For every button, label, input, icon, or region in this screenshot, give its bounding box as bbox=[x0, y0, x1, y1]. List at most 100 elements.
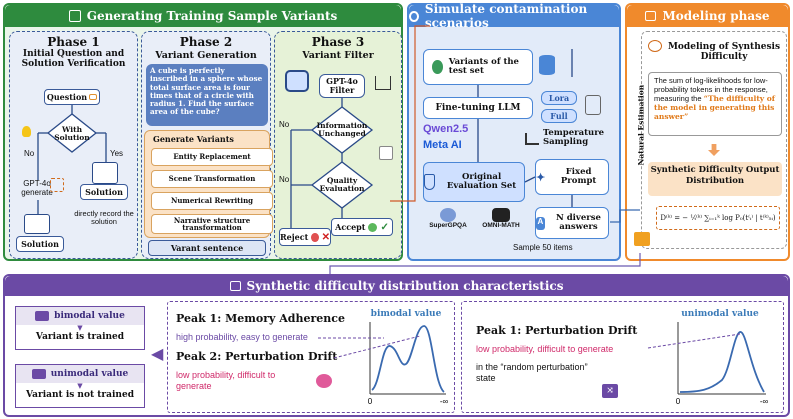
sample-label: Sample 50 items bbox=[513, 243, 573, 252]
cubes-icon bbox=[634, 232, 650, 246]
phase3-panel: Phase 3 Variant Filter GPT-4o Filter Inf… bbox=[274, 31, 402, 259]
check-icon: ✓ bbox=[380, 221, 389, 233]
solution-left-box: Solution bbox=[16, 236, 64, 252]
original-eval-box: Original Evaluation Set bbox=[423, 162, 525, 202]
robot-arm-icon bbox=[585, 95, 601, 115]
gpt4o-generate: GPT-4o generate bbox=[21, 179, 53, 197]
generating-header: Generating Training Sample Variants bbox=[5, 5, 401, 27]
question-text-box: A cube is perfectly inscribed in a spher… bbox=[146, 64, 268, 126]
variant-narrative: Narrative structure transformation bbox=[151, 214, 273, 234]
generate-variants-box: Generate Variants Entity Replacement Sce… bbox=[144, 130, 273, 238]
phase1-yes: Yes bbox=[110, 149, 124, 158]
variant-entity: Entity Replacement bbox=[151, 148, 273, 166]
variants-test-set-label: Variants of the test set bbox=[448, 56, 519, 76]
n-diverse-box: A N diverse answers bbox=[535, 207, 609, 239]
modeling-panel: Modeling phase Modeling of Synthesis Dif… bbox=[625, 3, 790, 261]
unimodal-pointer bbox=[647, 333, 741, 349]
unimodal-chart: unimodal value 0 -∞ bbox=[676, 309, 769, 406]
phase3-subtitle: Variant Filter bbox=[302, 50, 374, 61]
peak1-memory: Peak 1: Memory Adherence bbox=[176, 312, 345, 325]
formula-text: D⁽ᵏ⁾ = − ¹⁄ₜ⁽ᵏ⁾ ∑ᵢ₌₁ᵏ log P₀(t⁽ᵢ⁾ | t⁽ᵏ⁾… bbox=[660, 214, 776, 222]
unimodal-legend-label: unimodal value bbox=[50, 369, 129, 379]
qwen-label: Qwen2.5 bbox=[423, 123, 469, 135]
distribution-title: Synthetic difficulty distribution charac… bbox=[246, 279, 564, 293]
qwen-logo: Qwen2.5 bbox=[423, 123, 468, 135]
ruler-icon bbox=[525, 133, 539, 145]
variant-numerical: Numerical Rewriting bbox=[151, 192, 273, 210]
phase3-no1: No bbox=[279, 120, 290, 129]
description-quote: “The difficulty of the model in generati… bbox=[654, 94, 775, 121]
synthetic-output-box: Synthetic Difficulty Output Distribution bbox=[648, 162, 782, 196]
temperature-label: Temperature Sampling bbox=[543, 128, 605, 148]
directly-record-label: directly record the solution bbox=[74, 209, 134, 227]
peak1-drift: Peak 1: Perturbation Drift bbox=[476, 324, 638, 337]
brain-circuit-icon bbox=[648, 40, 662, 52]
description-plain: The sum of log-likelihoods for low-proba… bbox=[654, 76, 768, 103]
simulate-title: Simulate contamination scenarios bbox=[424, 2, 588, 30]
distribution-header: Synthetic difficulty distribution charac… bbox=[5, 276, 788, 296]
phase1-subtitle: Initial Question and Solution Verificati… bbox=[21, 49, 126, 69]
description-box: The sum of log-likelihoods for low-proba… bbox=[648, 72, 782, 136]
accept-label: Accept bbox=[335, 222, 366, 232]
down-triangle-1: ▼ bbox=[77, 324, 83, 332]
bimodal-xinf: -∞ bbox=[440, 397, 449, 406]
cross-icon: ✕ bbox=[321, 231, 330, 243]
refresh-icon bbox=[432, 60, 443, 74]
phase1-title: Phase 1 bbox=[47, 35, 100, 49]
simulate-header: Simulate contamination scenarios bbox=[409, 2, 619, 30]
question-label: Question bbox=[46, 92, 88, 102]
phase2-subtitle: Variant Generation bbox=[155, 50, 257, 61]
bimodal-curve bbox=[371, 325, 445, 393]
gear-icon bbox=[409, 10, 419, 22]
peak1-memory-desc: high probability, easy to generate bbox=[176, 332, 308, 342]
unimodal-x0: 0 bbox=[676, 397, 681, 406]
unimodal-chart-title: unimodal value bbox=[681, 309, 759, 319]
question-box: Question bbox=[44, 89, 100, 105]
random-state: in the “random perturbation” state bbox=[476, 362, 588, 383]
bimodal-chart: bimodal value 0 -∞ bbox=[368, 309, 449, 406]
double-left-arrow-icon: ◀ bbox=[151, 344, 164, 363]
accept-box: Accept ✓ bbox=[331, 218, 393, 236]
grid-icon bbox=[68, 10, 81, 22]
variant-not-trained-label: Variant is not trained bbox=[26, 390, 134, 400]
n-diverse-label: N diverse answers bbox=[555, 212, 601, 232]
phase1-arrows bbox=[37, 105, 107, 214]
bimodal-legend-label: bimodal value bbox=[54, 311, 125, 321]
shuffle-icon: ⤨ bbox=[602, 384, 618, 398]
peak2-drift-desc: low probability, difficult to generate bbox=[176, 370, 276, 391]
modeling-synthesis-title: Modeling of Synthesis Difficulty bbox=[667, 42, 781, 63]
simulate-arrows bbox=[477, 49, 573, 207]
unimodal-chart-icon bbox=[31, 369, 46, 379]
database-icon bbox=[539, 55, 555, 75]
image-icon bbox=[645, 11, 657, 21]
modeling-header: Modeling phase bbox=[627, 5, 788, 27]
sad-icon bbox=[311, 232, 319, 242]
question-text: A cube is perfectly inscribed in a spher… bbox=[150, 66, 263, 117]
meta-logo: Meta AI bbox=[423, 139, 462, 151]
bimodal-chart-title: bimodal value bbox=[371, 309, 442, 319]
bimodal-chart-icon bbox=[35, 311, 50, 321]
unimodal-xinf: -∞ bbox=[760, 397, 769, 406]
peak2-drift: Peak 2: Perturbation Drift bbox=[176, 350, 338, 363]
phase2-panel: Phase 2 Variant Generation A cube is per… bbox=[141, 31, 273, 259]
full-box: Full bbox=[541, 109, 577, 123]
unimodal-box: Peak 1: Perturbation Drift low probabili… bbox=[461, 301, 784, 413]
with-solution-diamond: With Solution bbox=[54, 125, 90, 142]
solution-right-box: Solution bbox=[80, 184, 128, 200]
bimodal-legend-box: bimodal value ▼ Variant is trained bbox=[15, 306, 145, 350]
variant-scene: Scene Transformation bbox=[151, 170, 273, 188]
bimodal-legend-header: bimodal value bbox=[16, 307, 144, 325]
reject-label: Reject bbox=[280, 232, 309, 242]
line-chart-icon bbox=[229, 281, 241, 291]
quality-evaluation-diamond: Quality Evaluation bbox=[319, 176, 365, 193]
distribution-panel: Synthetic difficulty distribution charac… bbox=[3, 274, 790, 417]
phase1-panel: Phase 1 Initial Question and Solution Ve… bbox=[9, 31, 138, 259]
omnimath-logo: OMNI-MATH bbox=[475, 208, 527, 229]
bimodal-x0: 0 bbox=[368, 397, 373, 406]
smile-icon bbox=[368, 222, 378, 232]
omnimath-label: OMNI-MATH bbox=[482, 222, 520, 229]
information-unchanged-diamond: Information Unchanged bbox=[316, 121, 368, 138]
unimodal-legend-header: unimodal value bbox=[16, 365, 144, 383]
answer-icon: A bbox=[536, 216, 545, 230]
down-triangle-2: ▼ bbox=[77, 382, 83, 390]
